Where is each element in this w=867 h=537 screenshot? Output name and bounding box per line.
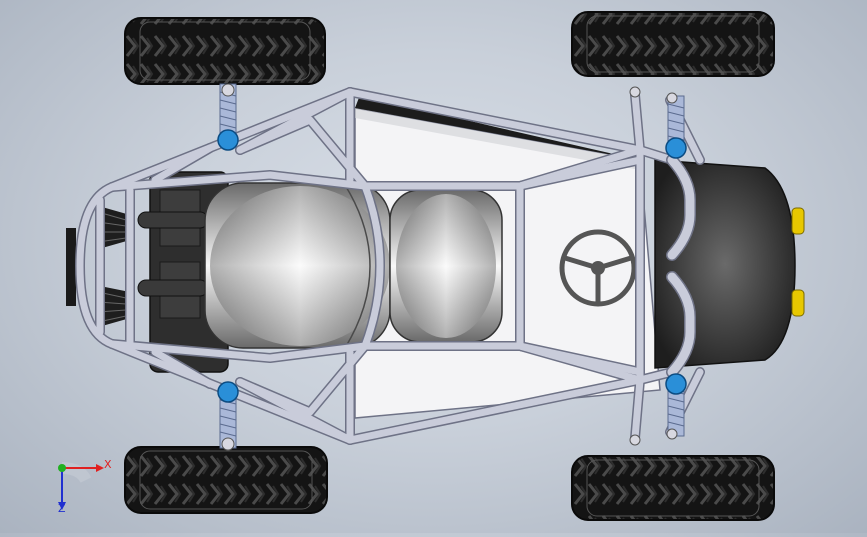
tire-front-right[interactable] [571, 455, 775, 521]
axle-hub-front-right [629, 428, 678, 446]
headlight-right [791, 289, 805, 317]
view-orientation-triad[interactable]: X Z [46, 450, 116, 516]
shock-absorber-front-left[interactable] [665, 95, 687, 159]
headlight-left [791, 207, 805, 235]
shock-absorber-front-right[interactable] [665, 373, 687, 437]
front-nose-cowl[interactable] [654, 159, 796, 369]
tire-rear-right[interactable] [124, 446, 328, 514]
driver-seat[interactable] [204, 182, 503, 349]
tire-front-left[interactable] [571, 11, 775, 77]
rear-bumper-plate [66, 228, 76, 306]
x-axis-label: X [104, 458, 112, 471]
axle-hub-front-left [629, 86, 678, 104]
triad-axes [58, 462, 104, 510]
y-axis-dot [58, 464, 66, 472]
steering-wheel[interactable] [559, 229, 637, 307]
z-axis-label: Z [58, 502, 66, 515]
shock-absorber-rear-left[interactable] [217, 83, 239, 151]
axle-hub-rear-left [221, 83, 235, 97]
tire-rear-left[interactable] [124, 17, 326, 85]
axle-hub-rear-right [221, 437, 235, 451]
